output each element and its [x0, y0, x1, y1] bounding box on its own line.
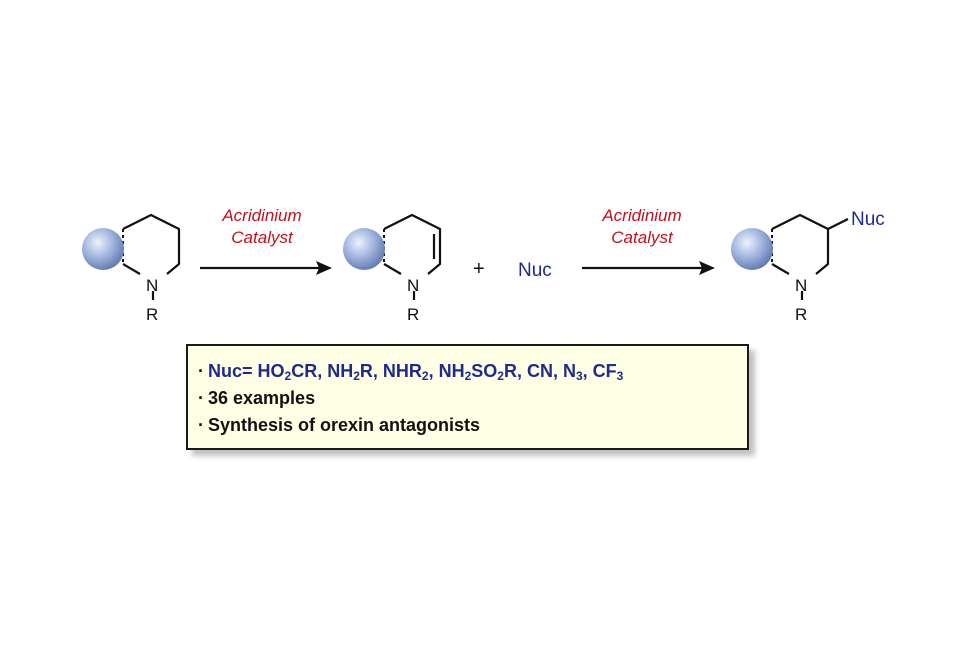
reactant-piperidine [122, 213, 181, 300]
nitrogen-label: N [795, 276, 807, 295]
fused-ring-sphere [731, 228, 773, 270]
bullet: · [198, 415, 204, 435]
nucleophile-scope-label: Nuc= [208, 361, 258, 381]
nucleophile-reagent: Nuc [518, 260, 552, 281]
bullet: · [198, 388, 204, 408]
application-line: ·Synthesis of orexin antagonists [198, 412, 747, 439]
catalyst-label-1-line1: Acridinium [221, 206, 301, 225]
bullet: · [198, 361, 204, 381]
examples-count-line: ·36 examples [198, 385, 747, 412]
substituent-label: R [146, 305, 158, 324]
nitrogen-label: N [146, 276, 158, 295]
examples-count: 36 examples [208, 388, 316, 408]
catalyst-label-2-line1: Acridinium [601, 206, 681, 225]
application-text: Synthesis of orexin antagonists [208, 415, 481, 435]
product-nucleophile-label: Nuc [851, 209, 885, 230]
catalyst-label-1-line2: Catalyst [231, 228, 294, 247]
catalyst-label-2-line2: Catalyst [611, 228, 674, 247]
substituent-label: R [795, 305, 807, 324]
plus-sign: + [473, 258, 485, 280]
scope-summary-box: ·Nuc= HO2CR, NH2R, NHR2, NH2SO2R, CN, N3… [186, 344, 749, 450]
reaction-arrow-1 [200, 261, 332, 275]
product-piperidine [771, 213, 849, 300]
nucleophile-scope-list: HO2CR, NH2R, NHR2, NH2SO2R, CN, N3, CF3 [257, 361, 624, 383]
nucleophile-scope-line: ·Nuc= HO2CR, NH2R, NHR2, NH2SO2R, CN, N3… [198, 358, 747, 385]
substituent-label: R [407, 305, 419, 324]
fused-ring-sphere [343, 228, 385, 270]
reaction-arrow-2 [582, 261, 715, 275]
fused-ring-sphere [82, 228, 124, 270]
nitrogen-label: N [407, 276, 419, 295]
intermediate-tetrahydropyridine [383, 213, 442, 300]
